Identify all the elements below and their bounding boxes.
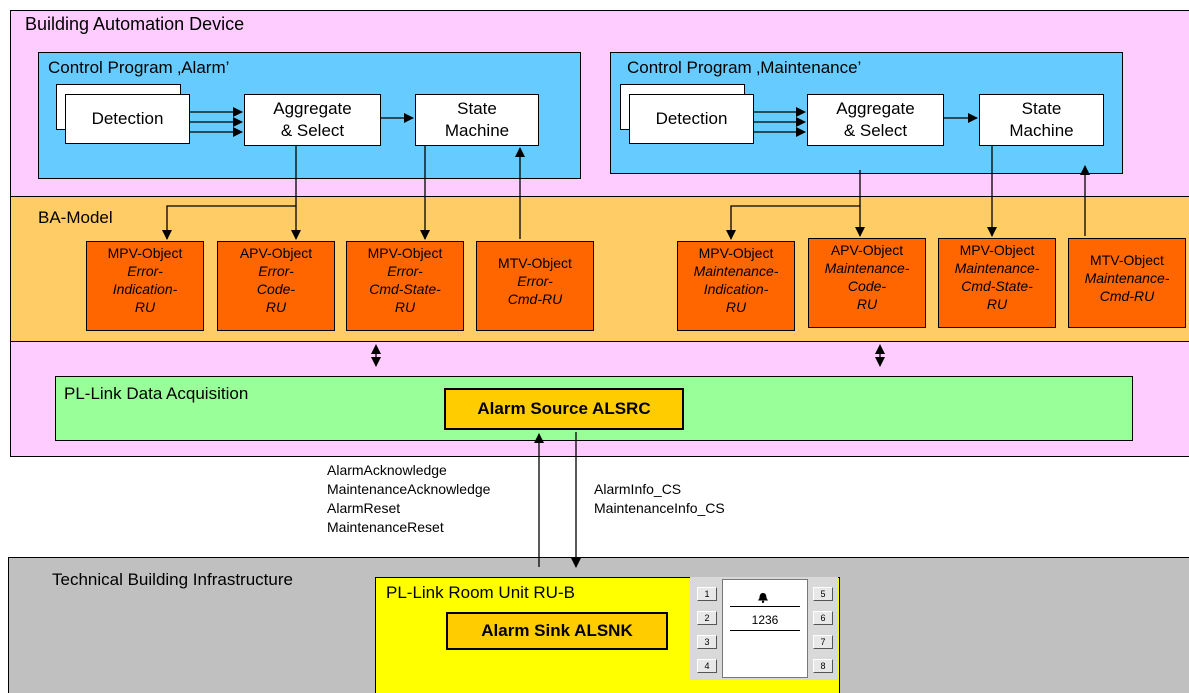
- key-3[interactable]: 3: [697, 635, 717, 649]
- key-4[interactable]: 4: [697, 659, 717, 673]
- ba-object-name: Error- Cmd-RU: [507, 273, 563, 307]
- ba-model-title: BA-Model: [38, 208, 113, 227]
- ba-object-type: APV-Object: [830, 242, 904, 258]
- bell-icon: [757, 590, 769, 603]
- maint-detection-label: Detection: [655, 109, 728, 128]
- maint-program-title: Control Program ‚Maintenance’: [627, 58, 862, 77]
- key-2[interactable]: 2: [697, 611, 717, 625]
- maint-detection-box: Detection: [629, 94, 754, 144]
- alarm-sink-box: Alarm Sink ALSNK: [446, 612, 668, 650]
- ba-object-name: Maintenance- Code- RU: [824, 260, 910, 312]
- alarm-detection-box: Detection: [65, 94, 190, 144]
- key-1[interactable]: 1: [697, 587, 717, 601]
- ba-object-4: MPV-Object Maintenance- Indication- RU: [677, 241, 795, 331]
- ba-object-0: MPV-Object Error- Indication- RU: [86, 241, 204, 331]
- ba-object-6: MPV-Object Maintenance- Cmd-State- RU: [938, 238, 1056, 328]
- key-5[interactable]: 5: [813, 587, 833, 601]
- maint-state-machine-box: State Machine: [979, 94, 1104, 146]
- ba-object-name: Maintenance- Indication- RU: [693, 263, 779, 315]
- alarm-detection-label: Detection: [91, 109, 164, 128]
- command-label: MaintenanceReset: [327, 519, 444, 535]
- alarm-program-title: Control Program ‚Alarm’: [48, 58, 230, 77]
- ba-object-5: APV-Object Maintenance- Code- RU: [808, 238, 926, 328]
- pl-link-title: PL-Link Data Acquisition: [64, 384, 249, 403]
- info-label: MaintenanceInfo_CS: [594, 500, 725, 516]
- key-6[interactable]: 6: [813, 611, 833, 625]
- ba-object-type: MTV-Object: [1090, 252, 1164, 268]
- ba-object-type: MPV-Object: [959, 242, 1035, 258]
- alarm-aggregate-label: Aggregate & Select: [273, 99, 352, 140]
- ba-object-type: MPV-Object: [367, 245, 443, 261]
- room-unit-display: [722, 579, 808, 678]
- maint-aggregate-label: Aggregate & Select: [836, 99, 915, 140]
- key-8[interactable]: 8: [813, 659, 833, 673]
- device-title: Building Automation Device: [25, 14, 245, 34]
- ba-object-name: Error- Code- RU: [256, 263, 296, 315]
- ba-object-3: MTV-Object Error- Cmd-RU: [476, 241, 594, 331]
- command-label: AlarmReset: [327, 500, 401, 516]
- alarm-aggregate-box: Aggregate & Select: [244, 94, 381, 146]
- ba-object-type: APV-Object: [239, 245, 313, 261]
- ba-object-name: Error- Cmd-State- RU: [369, 263, 441, 315]
- ba-object-7: MTV-Object Maintenance- Cmd-RU: [1068, 238, 1186, 328]
- ba-object-2: MPV-Object Error- Cmd-State- RU: [346, 241, 464, 331]
- ba-object-name: Maintenance- Cmd-RU: [1084, 270, 1170, 304]
- display-divider: [730, 606, 800, 607]
- alarm-source-box: Alarm Source ALSRC: [444, 388, 684, 430]
- display-value: 1236: [751, 613, 779, 627]
- commands-up-list: AlarmAcknowledge MaintenanceAcknowledge …: [327, 461, 490, 537]
- ba-object-type: MPV-Object: [107, 245, 183, 261]
- ba-object-type: MTV-Object: [498, 255, 572, 271]
- alarm-source-label: Alarm Source ALSRC: [477, 399, 651, 418]
- info-down-list: AlarmInfo_CS MaintenanceInfo_CS: [594, 480, 725, 518]
- maint-state-machine-label: State Machine: [1009, 99, 1074, 140]
- alarm-sink-label: Alarm Sink ALSNK: [481, 621, 633, 640]
- key-7[interactable]: 7: [813, 635, 833, 649]
- alarm-state-machine-label: State Machine: [444, 99, 510, 140]
- display-divider: [730, 630, 800, 631]
- infrastructure-title: Technical Building Infrastructure: [52, 570, 293, 589]
- room-unit-title: PL-Link Room Unit RU-B: [386, 583, 575, 602]
- info-label: AlarmInfo_CS: [594, 481, 682, 497]
- ba-object-type: MPV-Object: [698, 245, 774, 261]
- maint-aggregate-box: Aggregate & Select: [807, 94, 944, 146]
- alarm-state-machine-box: State Machine: [415, 94, 539, 146]
- command-label: AlarmAcknowledge: [327, 462, 447, 478]
- ba-object-1: APV-Object Error- Code- RU: [217, 241, 335, 331]
- ba-object-name: Maintenance- Cmd-State- RU: [954, 260, 1040, 312]
- ba-object-name: Error- Indication- RU: [112, 263, 178, 315]
- command-label: MaintenanceAcknowledge: [327, 481, 491, 497]
